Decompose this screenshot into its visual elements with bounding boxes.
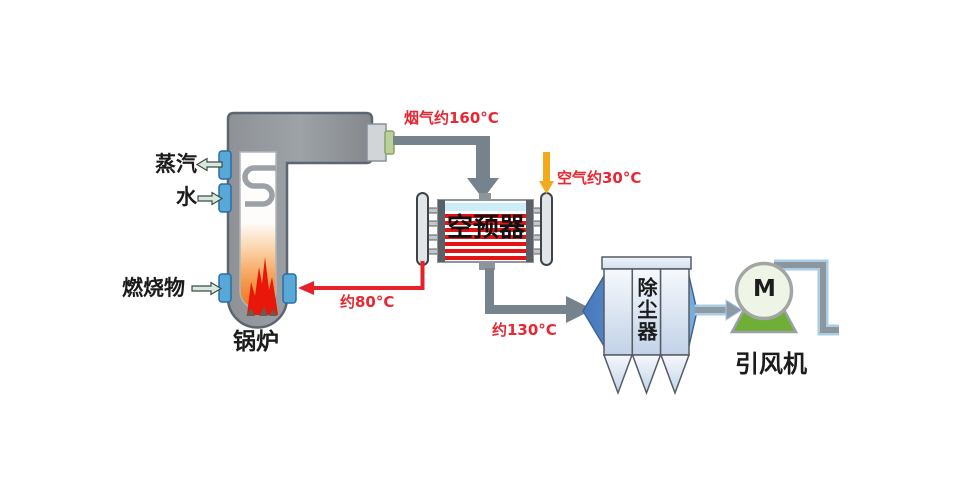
preheater-left-header bbox=[416, 192, 429, 266]
preheater-top-stub bbox=[479, 193, 491, 201]
ember-icon bbox=[246, 307, 277, 316]
boiler-outlet-flange bbox=[366, 123, 387, 162]
preheater-left-wall bbox=[438, 200, 445, 262]
hot-air-line bbox=[298, 261, 425, 295]
hot-air-temp-label: 约80°C bbox=[340, 293, 395, 311]
collector-hoppers bbox=[602, 354, 691, 396]
fan-motor-label: M bbox=[753, 276, 776, 302]
preheater-bottom-stub bbox=[479, 260, 495, 270]
boiler-body bbox=[191, 111, 395, 329]
boiler-label: 锅炉 bbox=[233, 329, 279, 355]
outlet-gas-pipe bbox=[485, 268, 593, 323]
fan-exhaust-pipe-core bbox=[774, 262, 839, 333]
hot-air-line-path bbox=[313, 261, 425, 290]
outlet-pipe-arrowhead-icon bbox=[566, 296, 593, 323]
dust-collector-label: 除尘器 bbox=[634, 277, 658, 343]
flue-gas-pipe bbox=[393, 136, 499, 199]
flue-pipe-vertical bbox=[476, 136, 490, 180]
outlet-temp-label: 约130°C bbox=[492, 321, 557, 339]
fuel-in-arrow-icon bbox=[191, 281, 223, 296]
flue-pipe-horizontal bbox=[393, 136, 490, 145]
fan-motor-circle bbox=[734, 261, 794, 321]
preheater-right-header bbox=[540, 192, 553, 266]
preheater-air-band bbox=[445, 203, 526, 211]
flame-icon bbox=[247, 257, 278, 315]
water-in-arrow-icon bbox=[197, 191, 224, 206]
induced-draft-fan bbox=[729, 259, 839, 336]
hot-air-arrowhead-icon bbox=[298, 281, 314, 295]
flue-pipe-arrowhead-icon bbox=[467, 178, 499, 199]
preheater-right-wall bbox=[526, 200, 533, 262]
collector-chambers bbox=[603, 268, 690, 356]
outlet-pipe-horizontal bbox=[485, 305, 567, 314]
air-preheater bbox=[416, 192, 553, 270]
flue-gas-temp-label: 烟气约160°C bbox=[404, 109, 499, 127]
hot-air-port bbox=[282, 273, 297, 304]
cold-air-arrowhead-icon bbox=[539, 181, 554, 194]
boiler-outlet-nozzle bbox=[384, 130, 395, 155]
outlet-pipe-vertical bbox=[485, 268, 494, 314]
cold-air-arrow-shaft bbox=[543, 152, 550, 182]
preheater-label: 空预器 bbox=[446, 213, 525, 243]
dust-collector bbox=[582, 256, 698, 396]
fan-label: 引风机 bbox=[735, 350, 807, 378]
steam-label: 蒸汽 bbox=[155, 152, 197, 176]
collector-to-fan-arrow bbox=[695, 299, 743, 321]
steam-out-arrow-icon bbox=[195, 157, 223, 172]
cold-air-arrow bbox=[539, 152, 554, 194]
boiler-coil-icon bbox=[242, 165, 276, 207]
cold-air-temp-label: 空气约30°C bbox=[557, 169, 642, 187]
collector-top-band bbox=[601, 256, 692, 270]
fan-inlet-arrowhead-icon bbox=[725, 299, 743, 321]
preheater-tubes bbox=[445, 214, 526, 260]
water-label: 水 bbox=[176, 185, 197, 209]
fuel-label: 燃烧物 bbox=[122, 276, 185, 300]
